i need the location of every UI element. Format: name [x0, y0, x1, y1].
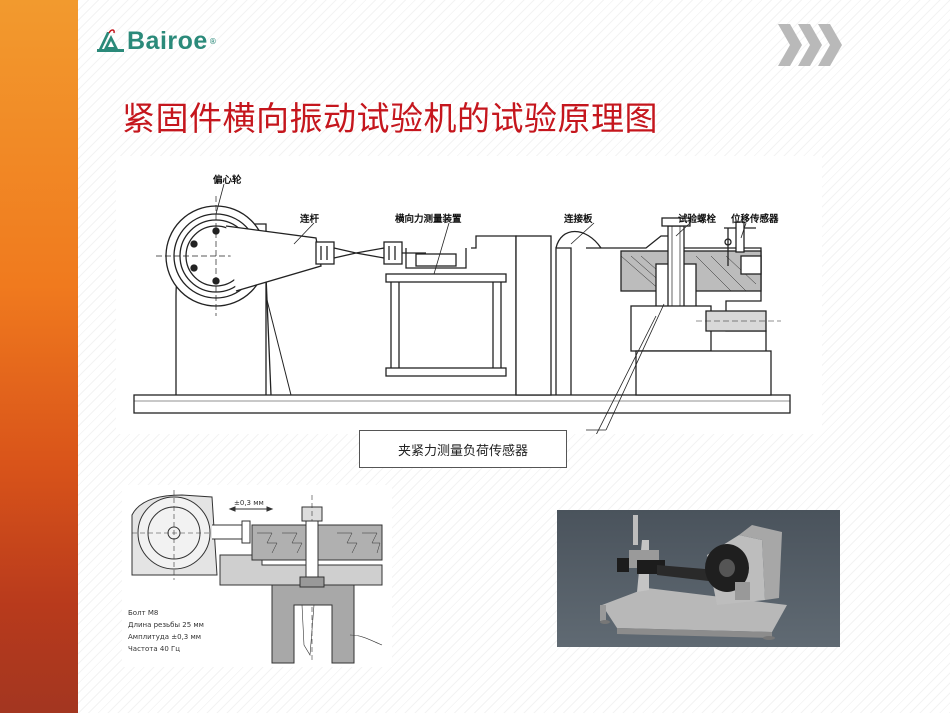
chevron-right-icon [776, 22, 846, 72]
spec-line-4: Частота 40 Гц [128, 645, 181, 653]
page-title: 紧固件横向振动试验机的试验原理图 [122, 99, 658, 138]
logo-registered: ® [208, 36, 217, 46]
label-lateral-force-device: 横向力测量装置 [395, 214, 462, 225]
logo-mark-icon [97, 29, 125, 53]
spec-line-3: Амплитуда ±0,3 мм [128, 633, 202, 641]
logo-text: Bairoe [127, 26, 208, 55]
schematic-diagram: 偏心轮 连杆 横向力测量装置 连接板 试验螺栓 位移传感器 [116, 156, 822, 434]
clamp-force-sensor-callout: 夹紧力测量负荷传感器 [359, 430, 567, 468]
label-connecting-rod: 连杆 [300, 214, 320, 225]
brand-logo: Bairoe ® [97, 26, 217, 56]
spec-line-1: Болт M8 [128, 609, 159, 617]
spec-line-2: Длина резьбы 25 мм [128, 621, 204, 629]
label-eccentric: 偏心轮 [213, 175, 242, 186]
orange-sidebar [0, 0, 78, 713]
machine-3d-render [557, 510, 840, 647]
label-displacement-sensor: 位移传感器 [731, 214, 779, 225]
label-test-bolt: 试验螺栓 [678, 214, 717, 225]
label-connecting-plate: 连接板 [564, 214, 593, 225]
technical-drawing: ±0,3 мм Болт M8 Длина резьбы 25 мм Ампли… [122, 485, 392, 667]
amplitude-mark: ±0,3 мм [234, 499, 264, 507]
